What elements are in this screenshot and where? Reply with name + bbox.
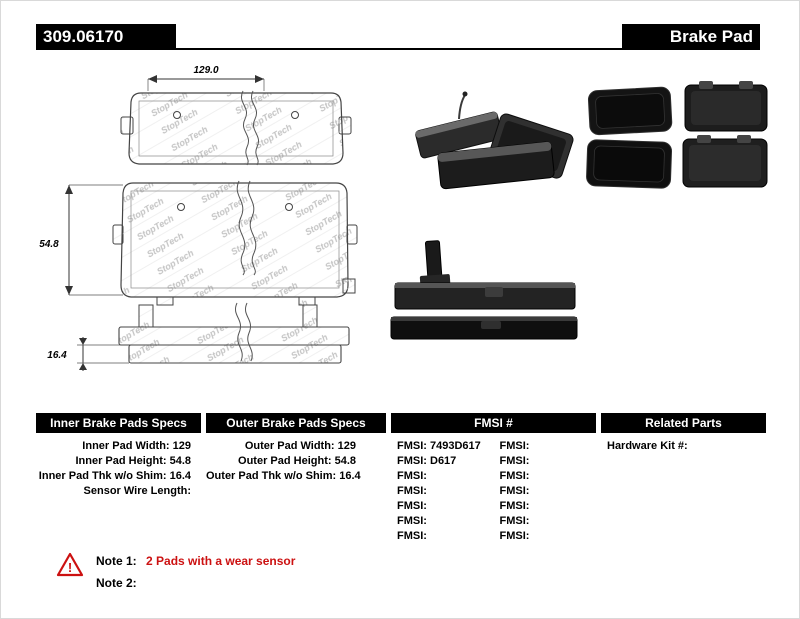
spec-row: Inner Pad Thk w/o Shim: 16.4	[38, 470, 191, 482]
related-parts-column: Related Parts Hardware Kit #:	[601, 413, 766, 454]
product-photo-pads-angled	[415, 91, 574, 190]
part-number: 309.06170	[36, 24, 176, 50]
spec-row: FMSI: 7493D617	[397, 440, 481, 452]
spec-row: FMSI:	[499, 455, 530, 467]
spec-row: FMSI:	[397, 470, 427, 482]
product-photo-pads-profile	[390, 240, 578, 340]
svg-text:!: !	[68, 560, 72, 575]
brake-pad-technical-drawing: StopTech 129.0 54.8	[39, 65, 358, 371]
spec-row: Inner Pad Width: 129	[82, 440, 191, 452]
spec-row: FMSI:	[397, 485, 427, 497]
spec-row: FMSI:	[397, 515, 427, 527]
note-1-text: 2 Pads with a wear sensor	[146, 554, 296, 568]
front-view-pad	[120, 90, 352, 166]
spec-row: FMSI:	[499, 515, 530, 527]
spec-row: FMSI:	[499, 485, 530, 497]
note-2: Note 2:	[96, 576, 137, 590]
note-1-label: Note 1:	[96, 554, 137, 568]
spec-row: Outer Pad Height: 54.8	[238, 455, 356, 467]
related-parts-header: Related Parts	[601, 413, 766, 433]
dimension-width-label: 129.0	[193, 65, 218, 76]
fmsi-subcolumn-2: FMSI: FMSI: FMSI: FMSI: FMSI: FMSI: FMSI…	[494, 439, 597, 544]
spec-row: Sensor Wire Length:	[83, 485, 191, 497]
inner-pads-specs-column: Inner Brake Pads Specs Inner Pad Width: …	[36, 413, 201, 499]
spec-row: FMSI:	[499, 440, 530, 452]
outer-pads-specs-column: Outer Brake Pads Specs Outer Pad Width: …	[206, 413, 386, 484]
spec-row: Hardware Kit #:	[607, 440, 688, 452]
page-title: Brake Pad	[622, 24, 760, 50]
spec-row: FMSI:	[499, 530, 530, 542]
note-2-label: Note 2:	[96, 576, 137, 590]
spec-row: Outer Pad Width: 129	[244, 440, 356, 452]
fmsi-subcolumn-1: FMSI: 7493D617 FMSI: D617 FMSI: FMSI: FM…	[391, 439, 494, 544]
warning-triangle-icon: !	[56, 552, 84, 577]
fmsi-header: FMSI #	[391, 413, 596, 433]
spec-row: FMSI:	[397, 530, 427, 542]
spec-row: FMSI:	[499, 500, 530, 512]
spec-row: FMSI: D617	[397, 455, 457, 467]
header-rule	[36, 48, 760, 50]
side-view-pad	[118, 302, 350, 364]
dimension-thickness-label: 16.4	[47, 350, 67, 361]
note-1: Note 1: 2 Pads with a wear sensor	[96, 554, 295, 568]
fmsi-column: FMSI # FMSI: 7493D617 FMSI: D617 FMSI: F…	[391, 413, 596, 544]
spec-row: Outer Pad Thk w/o Shim: 16.4	[206, 470, 361, 482]
product-photo-pad-set	[586, 81, 768, 189]
dimension-height-label: 54.8	[39, 239, 59, 250]
inner-specs-header: Inner Brake Pads Specs	[36, 413, 201, 433]
outer-specs-header: Outer Brake Pads Specs	[206, 413, 386, 433]
spec-row: FMSI:	[499, 470, 530, 482]
spec-row: Inner Pad Height: 54.8	[75, 455, 191, 467]
front-view-pad-with-shim	[112, 180, 358, 306]
spec-row: FMSI:	[397, 500, 427, 512]
